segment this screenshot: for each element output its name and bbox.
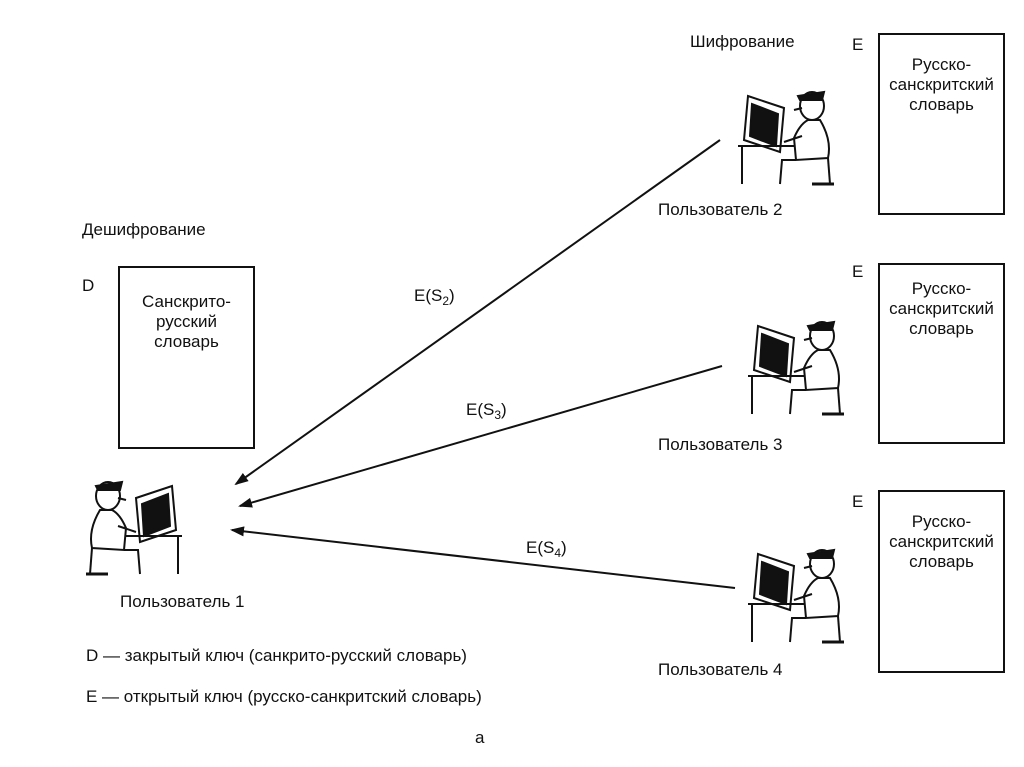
arrow-user2-to-user1 <box>234 139 721 486</box>
public-dict-3-line-2: санскритский <box>889 532 994 551</box>
legend-private-key: D — закрытый ключ (санкрито-русский слов… <box>86 646 467 665</box>
encryption-heading: Шифрование <box>690 32 795 51</box>
public-dict-3-line-3: словарь <box>909 552 974 571</box>
private-dict-line-2: русский <box>155 312 217 331</box>
message-label-s3: E(S3) <box>466 400 507 422</box>
message-s2-subscript: 2 <box>442 294 450 308</box>
message-s4-suffix: ) <box>561 538 567 557</box>
public-key-letter-1: E <box>852 35 864 54</box>
user-4-at-computer-icon <box>748 548 844 644</box>
user-2-at-computer-icon <box>738 90 834 186</box>
public-key-dictionary-3: Русско- санскритский словарь <box>878 490 1005 673</box>
public-dict-3-line-1: Русско- <box>911 512 972 531</box>
public-dict-2-line-2: санскритский <box>889 299 994 318</box>
public-dict-1-line-2: санскритский <box>889 75 994 94</box>
public-key-dictionary-2: Русско- санскритский словарь <box>878 263 1005 444</box>
private-key-dictionary: Санскрито- русский словарь <box>118 266 255 449</box>
public-key-letter-3: E <box>852 492 864 511</box>
decryption-heading: Дешифрование <box>82 220 206 239</box>
message-label-s2: E(S2) <box>414 286 455 308</box>
message-s3-subscript: 3 <box>494 408 502 422</box>
public-dict-2-line-3: словарь <box>909 319 974 338</box>
private-key-letter: D <box>82 276 95 295</box>
message-label-s4: E(S4) <box>526 538 567 560</box>
message-s3-suffix: ) <box>501 400 507 419</box>
message-s4-prefix: E(S <box>526 538 555 557</box>
private-dict-line-1: Санскрито- <box>142 292 231 311</box>
private-dict-line-3: словарь <box>154 332 219 351</box>
arrow-user3-to-user1 <box>238 365 723 508</box>
message-s2-prefix: E(S <box>414 286 443 305</box>
user-1-label: Пользователь 1 <box>120 592 245 611</box>
message-s2-suffix: ) <box>449 286 455 305</box>
public-dict-2-line-1: Русско- <box>911 279 972 298</box>
user-3-label: Пользователь 3 <box>658 435 783 454</box>
user-2-label: Пользователь 2 <box>658 200 783 219</box>
user-4-label: Пользователь 4 <box>658 660 783 679</box>
public-key-dictionary-1: Русско- санскритский словарь <box>878 33 1005 215</box>
message-s3-prefix: E(S <box>466 400 495 419</box>
public-key-letter-2: E <box>852 262 864 281</box>
message-s4-subscript: 4 <box>554 546 562 560</box>
user-3-at-computer-icon <box>748 320 844 416</box>
user-1-at-computer-icon <box>86 480 182 576</box>
public-dict-1-line-1: Русско- <box>911 55 972 74</box>
public-dict-1-line-3: словарь <box>909 95 974 114</box>
legend-public-key: E — открытый ключ (русско-санкритский сл… <box>86 687 482 706</box>
arrow-user4-to-user1 <box>230 526 736 589</box>
figure-caption: а <box>475 728 485 747</box>
